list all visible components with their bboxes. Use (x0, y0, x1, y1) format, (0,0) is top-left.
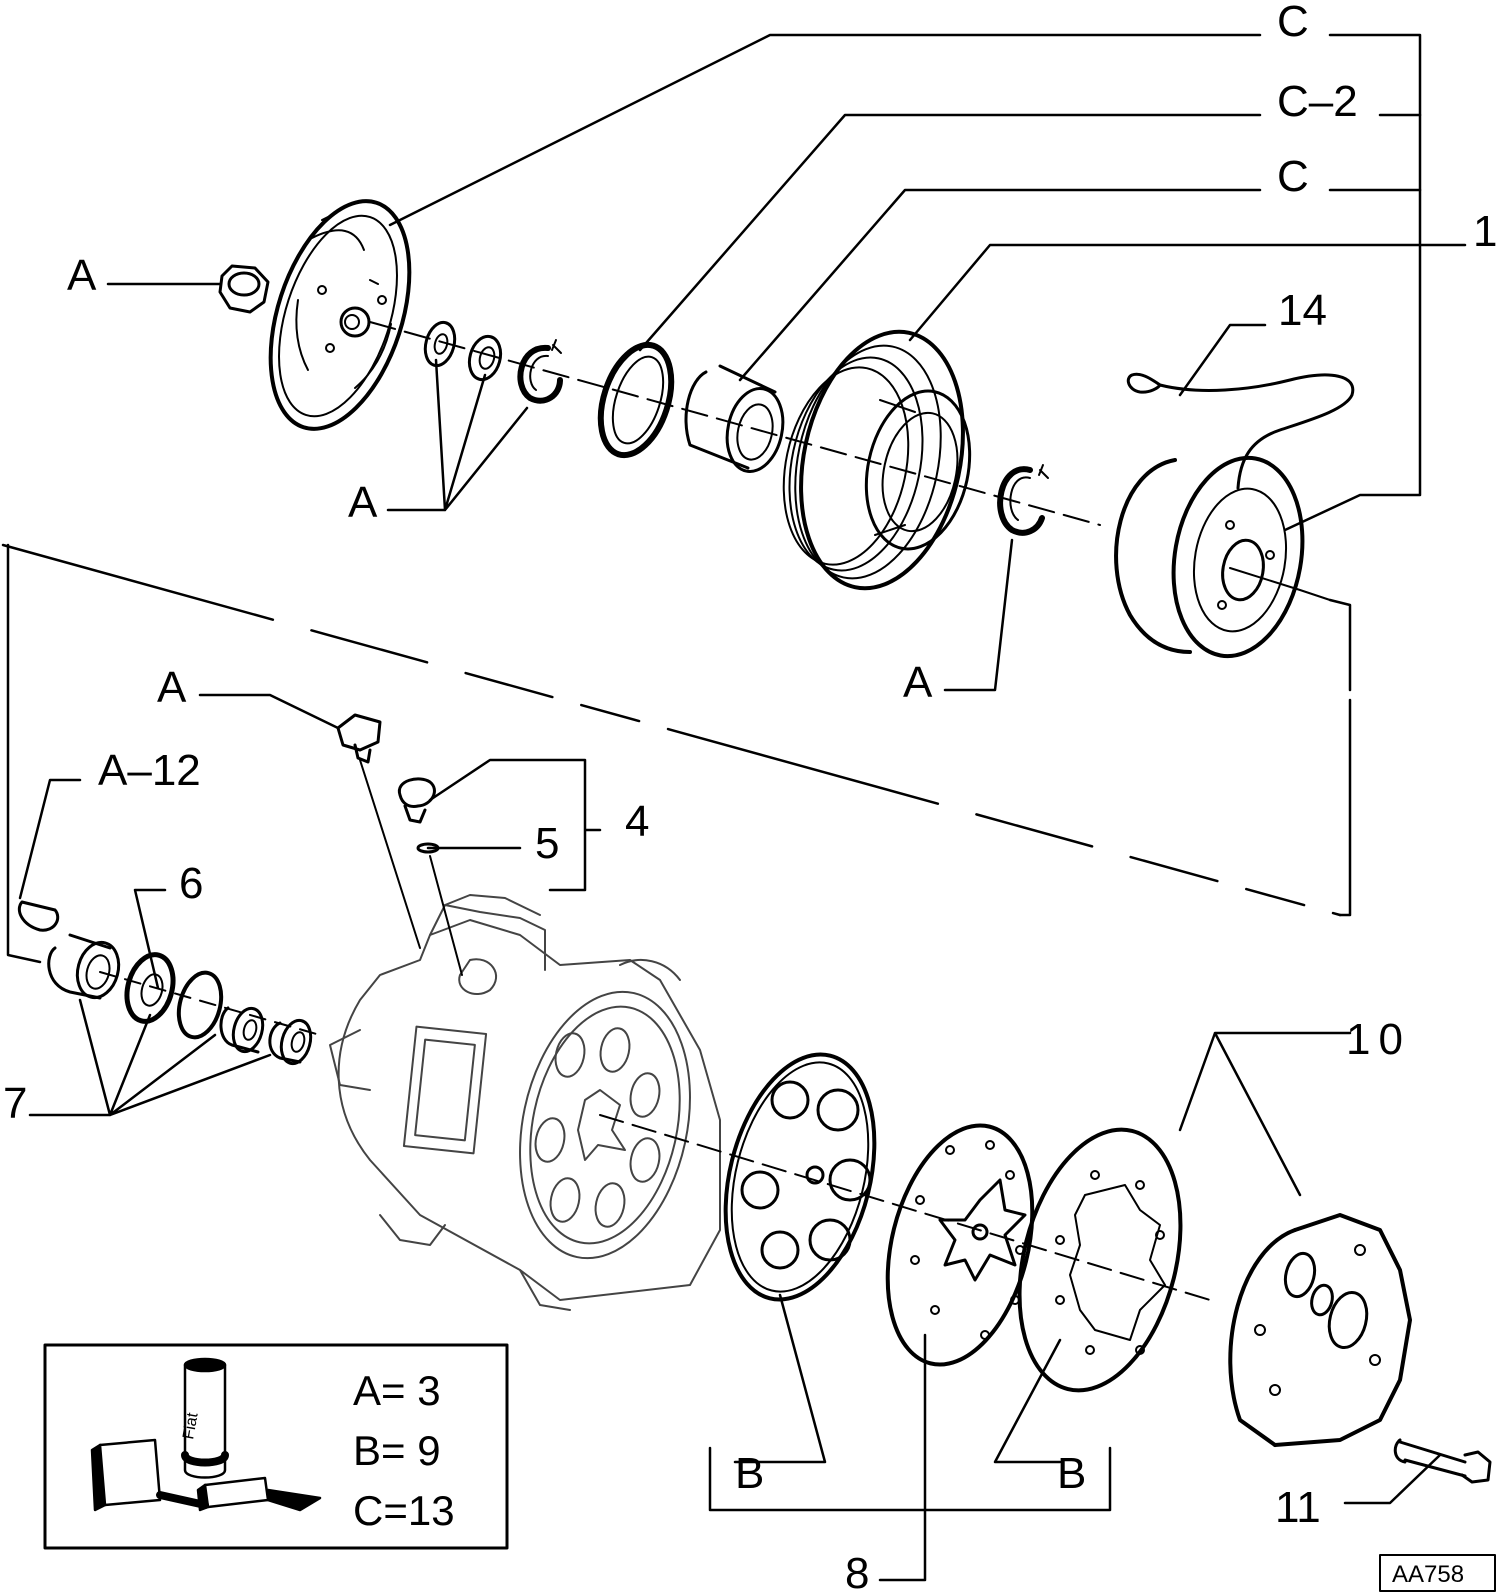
callout-8: 8 (845, 1549, 869, 1596)
divider-lines (1, 543, 1352, 964)
compressor-small-parts (17, 693, 602, 1117)
snap-ring (997, 464, 1049, 536)
nut (218, 264, 270, 314)
callout-11: 11 (1275, 1483, 1321, 1532)
front-plate (268, 199, 412, 431)
callout-a: A (67, 251, 97, 300)
callout-a: A (348, 478, 378, 527)
valve-plate-assembly (599, 1031, 1492, 1582)
reference-code-box: AA758 (1379, 1554, 1496, 1592)
callout-a: A (903, 658, 933, 707)
callout-c: C (1277, 152, 1309, 201)
callout-1: 1 (1473, 207, 1497, 256)
legend-line-c: C=13 (353, 1487, 455, 1534)
callout-b: B (735, 1449, 764, 1498)
bearing (684, 364, 785, 473)
callout-a: A (157, 663, 187, 712)
pulley (782, 329, 972, 591)
can-brand: Fiat (180, 1411, 201, 1441)
snap-ring (517, 339, 563, 404)
callout-b: B (1057, 1449, 1086, 1498)
field-coil (1114, 372, 1355, 659)
callout-4: 4 (625, 797, 649, 846)
reference-code: AA758 (1392, 1561, 1464, 1588)
legend-line-a: A= 3 (353, 1367, 441, 1414)
fiat-product-icon (90, 1357, 322, 1512)
legend-box: Fiat A= 3 B= 9 C=13 (43, 1343, 509, 1550)
callout-7: 7 (3, 1079, 27, 1128)
callout-5: 5 (535, 819, 559, 868)
callout-14: 14 (1278, 286, 1327, 335)
callout-10: 10 (1346, 1015, 1411, 1064)
callout-c: C (1277, 0, 1309, 46)
callout-6: 6 (179, 859, 203, 908)
washers (423, 320, 503, 382)
clutch-assembly (106, 33, 1467, 692)
ring (597, 341, 675, 459)
callout-a-12: A–12 (98, 746, 201, 795)
legend-line-b: B= 9 (353, 1427, 441, 1474)
compressor-body (329, 894, 721, 1311)
callout-c-2: C–2 (1277, 77, 1358, 126)
